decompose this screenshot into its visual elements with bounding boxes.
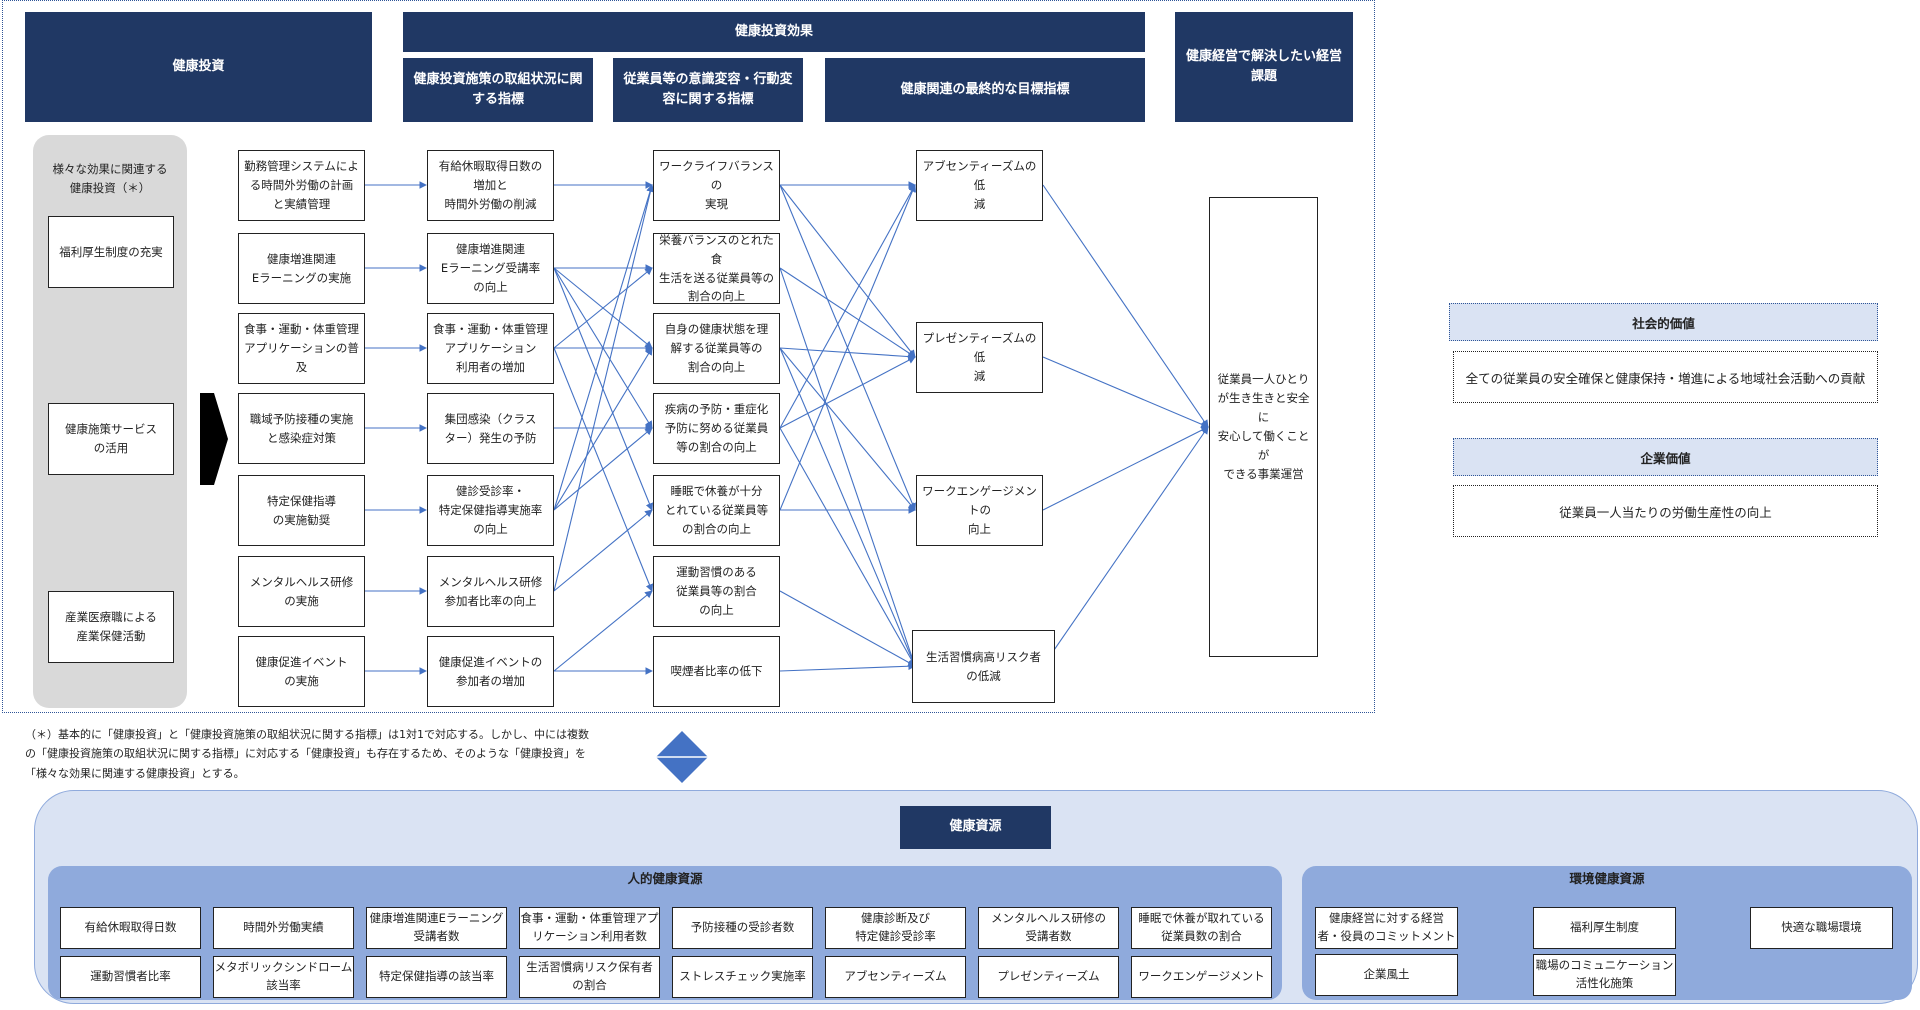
connector-line — [553, 427, 653, 511]
human-resource-item: 健康増進関連Eラーニング 受講者数 — [366, 907, 507, 949]
health-investment-frame — [2, 0, 1375, 713]
connector-line — [779, 590, 916, 667]
env-resource-item: 職場のコミュニケーション 活性化施策 — [1533, 954, 1676, 996]
connector-line — [779, 267, 917, 667]
env-resource-item: 企業風土 — [1315, 954, 1458, 996]
investment-box: メンタルヘルス研修 の実施 — [238, 556, 365, 627]
connector-line — [779, 184, 916, 511]
connector-line — [1042, 184, 1209, 428]
connector-line — [1042, 426, 1209, 667]
connector-line — [553, 267, 653, 349]
connector-line — [553, 590, 653, 672]
behavior-box: 喫煙者比率の低下 — [653, 636, 780, 707]
measure-box: 集団感染（クラス ター）発生の予防 — [427, 393, 554, 464]
env-resource-item: 快適な職場環境 — [1750, 907, 1893, 949]
goal-box: 生活習慣病高リスク者 の低減 — [912, 630, 1055, 703]
human-resource-item: 健康診断及び 特定健診受診率 — [825, 907, 966, 949]
health-resources-title: 健康資源 — [900, 806, 1051, 849]
env-resources-title: 環境健康資源 — [1569, 871, 1645, 886]
behavior-box: 疾病の予防・重症化 予防に努める従業員 等の割合の向上 — [653, 393, 780, 464]
connector-line — [779, 427, 916, 667]
right-arrow-icon — [200, 393, 228, 485]
gray-item-welfare: 福利厚生制度の充実 — [48, 216, 174, 288]
investment-box: 特定保健指導 の実施勧奨 — [238, 475, 365, 546]
social-value-title: 社会的価値 — [1449, 303, 1878, 341]
human-resource-item: 特定保健指導の該当率 — [366, 956, 507, 998]
investment-box: 食事・運動・体重管理 アプリケーションの普及 — [238, 313, 365, 384]
connector-line — [779, 184, 916, 358]
behavior-box: 睡眠で休養が十分 とれている従業員等 の割合の向上 — [653, 475, 780, 546]
connector-line — [553, 184, 654, 511]
corporate-value-text: 従業員一人当たりの労働生産性の向上 — [1453, 485, 1878, 537]
env-resource-item: 福利厚生制度 — [1533, 907, 1676, 949]
header-issues: 健康経営で解決したい経営 課題 — [1175, 12, 1353, 122]
investment-box: 職域予防接種の実施 と感染症対策 — [238, 393, 365, 464]
goal-box: ワークエンゲージメントの 向上 — [916, 475, 1043, 546]
measure-box: 有給休暇取得日数の 増加と 時間外労働の削減 — [427, 150, 554, 221]
connector-line — [779, 267, 916, 358]
header-measures: 健康投資施策の取組状況に関 する指標 — [403, 58, 593, 122]
footnote: （＊）基本的に「健康投資」と「健康投資施策の取組状況に関する指標」は1対1で対応… — [25, 728, 589, 780]
header-behaviors: 従業員等の意識変容・行動変 容に関する指標 — [613, 58, 803, 122]
final-issue-box: 従業員一人ひとり が生き生きと安全に 安心して働くことが できる事業運営 — [1209, 197, 1318, 657]
measure-box: 健診受診率・ 特定保健指導実施率 の向上 — [427, 475, 554, 546]
corporate-value-title: 企業価値 — [1453, 438, 1878, 476]
behavior-box: 運動習慣のある 従業員等の割合 の向上 — [653, 556, 780, 627]
human-resource-item: ワークエンゲージメント — [1131, 956, 1272, 998]
behavior-box: 自身の健康状態を理 解する従業員等の 割合の向上 — [653, 313, 780, 384]
connector-line — [553, 347, 653, 511]
connector-line — [1042, 426, 1209, 511]
connector-line — [779, 356, 916, 429]
measure-box: 健康増進関連 Eラーニング受講率 の向上 — [427, 233, 554, 304]
human-resource-item: 生活習慣病リスク保有者 の割合 — [519, 956, 660, 998]
connector-line — [779, 662, 916, 672]
goal-box: アブセンティーズムの低 減 — [916, 150, 1043, 221]
multi-effect-investment-title: 様々な効果に関連する 健康投資（＊） — [52, 162, 168, 195]
human-resource-item: 時間外労働実績 — [213, 907, 354, 949]
behavior-box: 栄養バランスのとれた食 生活を送る従業員等の 割合の向上 — [653, 233, 780, 304]
connector-line — [1042, 356, 1209, 428]
human-resource-item: 睡眠で休養が取れている 従業員数の割合 — [1131, 907, 1272, 949]
human-resource-item: メタボリックシンドローム 該当率 — [213, 956, 354, 998]
connector-line — [779, 184, 916, 429]
gray-item-occupational: 産業医療職による 産業保健活動 — [48, 591, 174, 663]
investment-box: 健康促進イベント の実施 — [238, 636, 365, 707]
human-resource-item: 予防接種の受診者数 — [672, 907, 813, 949]
behavior-box: ワークライフバランスの 実現 — [653, 150, 780, 221]
human-resource-item: 食事・運動・体重管理アプ リケーション利用者数 — [519, 907, 660, 949]
connector-line — [553, 184, 655, 592]
measure-box: 食事・運動・体重管理 アプリケーション 利用者の増加 — [427, 313, 554, 384]
social-value-text: 全ての従業員の安全確保と健康保持・増進による地域社会活動への貢献 — [1453, 351, 1878, 403]
human-resource-item: 運動習慣者比率 — [60, 956, 201, 998]
header-goals: 健康関連の最終的な目標指標 — [825, 58, 1145, 122]
gray-item-service: 健康施策サービス の活用 — [48, 403, 174, 475]
human-resource-item: 有給休暇取得日数 — [60, 907, 201, 949]
human-resource-item: プレゼンティーズム — [978, 956, 1119, 998]
goal-box: プレゼンティーズムの低 減 — [916, 322, 1043, 393]
double-arrow-icon — [656, 731, 708, 783]
env-resource-item: 健康経営に対する経営 者・役員のコミットメント — [1315, 907, 1458, 949]
header-investment: 健康投資 — [25, 12, 372, 122]
human-resources-title: 人的健康資源 — [627, 871, 703, 886]
human-resource-item: メンタルヘルス研修の 受講者数 — [978, 907, 1119, 949]
connector-line — [779, 347, 916, 511]
human-resource-item: アブセンティーズム — [825, 956, 966, 998]
header-effect: 健康投資効果 — [403, 12, 1145, 52]
measure-box: メンタルヘルス研修 参加者比率の向上 — [427, 556, 554, 627]
connector-line — [779, 347, 916, 361]
connector-line — [779, 347, 916, 667]
measure-box: 健康促進イベントの 参加者の増加 — [427, 636, 554, 707]
investment-box: 健康増進関連 Eラーニングの実施 — [238, 233, 365, 304]
human-resource-item: ストレスチェック実施率 — [672, 956, 813, 998]
connector-line — [553, 509, 653, 592]
investment-box: 勤務管理システムによ る時間外労働の計画 と実績管理 — [238, 150, 365, 221]
